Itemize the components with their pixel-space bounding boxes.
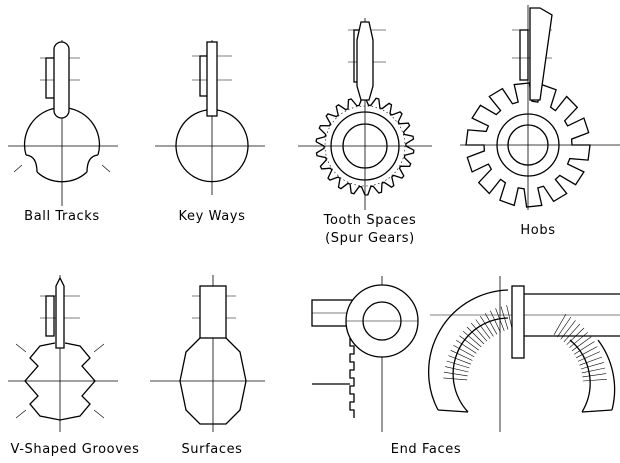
- hatch-line: [445, 366, 469, 373]
- caption-surfaces: Surfaces: [181, 442, 243, 457]
- hatch-line: [450, 350, 473, 361]
- end-faces-figure: [311, 276, 620, 432]
- hobs-figure: [460, 5, 620, 210]
- caption-tooth-spaces-line2: (Spur Gears): [325, 231, 415, 246]
- hatch-line: [470, 322, 488, 342]
- hatch-line: [448, 355, 472, 365]
- hatch-line: [459, 335, 479, 351]
- hatch-line: [480, 316, 494, 337]
- hatch-line: [446, 360, 470, 369]
- tooth-spaces-figure: [298, 18, 432, 210]
- hatch-line: [466, 326, 485, 345]
- hatch-line: [443, 371, 468, 377]
- hatch-line: [553, 313, 567, 335]
- caption-end-faces: End Faces: [390, 442, 462, 457]
- caption-key-ways: Key Ways: [178, 209, 246, 224]
- hatch-line: [456, 340, 477, 354]
- hatch-line: [574, 341, 595, 355]
- hatch-line: [582, 379, 607, 382]
- hatch-line: [580, 362, 604, 370]
- hatch-line: [569, 332, 588, 348]
- hob-teeth: [465, 82, 591, 208]
- caption-tooth-spaces-line1: Tooth Spaces: [323, 213, 417, 228]
- caption-hobs: Hobs: [520, 223, 556, 238]
- caption-ball-tracks: Ball Tracks: [24, 209, 100, 224]
- hatch-line: [563, 323, 581, 343]
- key-ways-figure: [155, 40, 265, 195]
- hatch-line: [462, 330, 482, 348]
- v-grooves-figure: [8, 275, 118, 432]
- hatch-line: [453, 344, 475, 358]
- spur-gear-teeth: [315, 96, 415, 196]
- surfaces-figure: [150, 275, 265, 432]
- hatch-line: [506, 305, 513, 329]
- hatch-line: [579, 356, 603, 366]
- hatch-line: [490, 310, 501, 333]
- hatch-line: [581, 367, 606, 374]
- ball-tracks-figure: [8, 40, 118, 206]
- hatch-line: [557, 316, 572, 338]
- hatch-line: [571, 336, 592, 352]
- hatch-line: [582, 373, 607, 378]
- hatch-line: [500, 306, 509, 330]
- arc-hatching: [443, 303, 607, 382]
- hatch-line: [577, 351, 601, 362]
- caption-v-shaped-grooves: V-Shaped Grooves: [10, 442, 140, 457]
- hatch-line: [576, 346, 598, 359]
- hatch-line: [484, 313, 498, 335]
- hatch-line: [475, 319, 491, 339]
- hatch-line: [443, 377, 468, 381]
